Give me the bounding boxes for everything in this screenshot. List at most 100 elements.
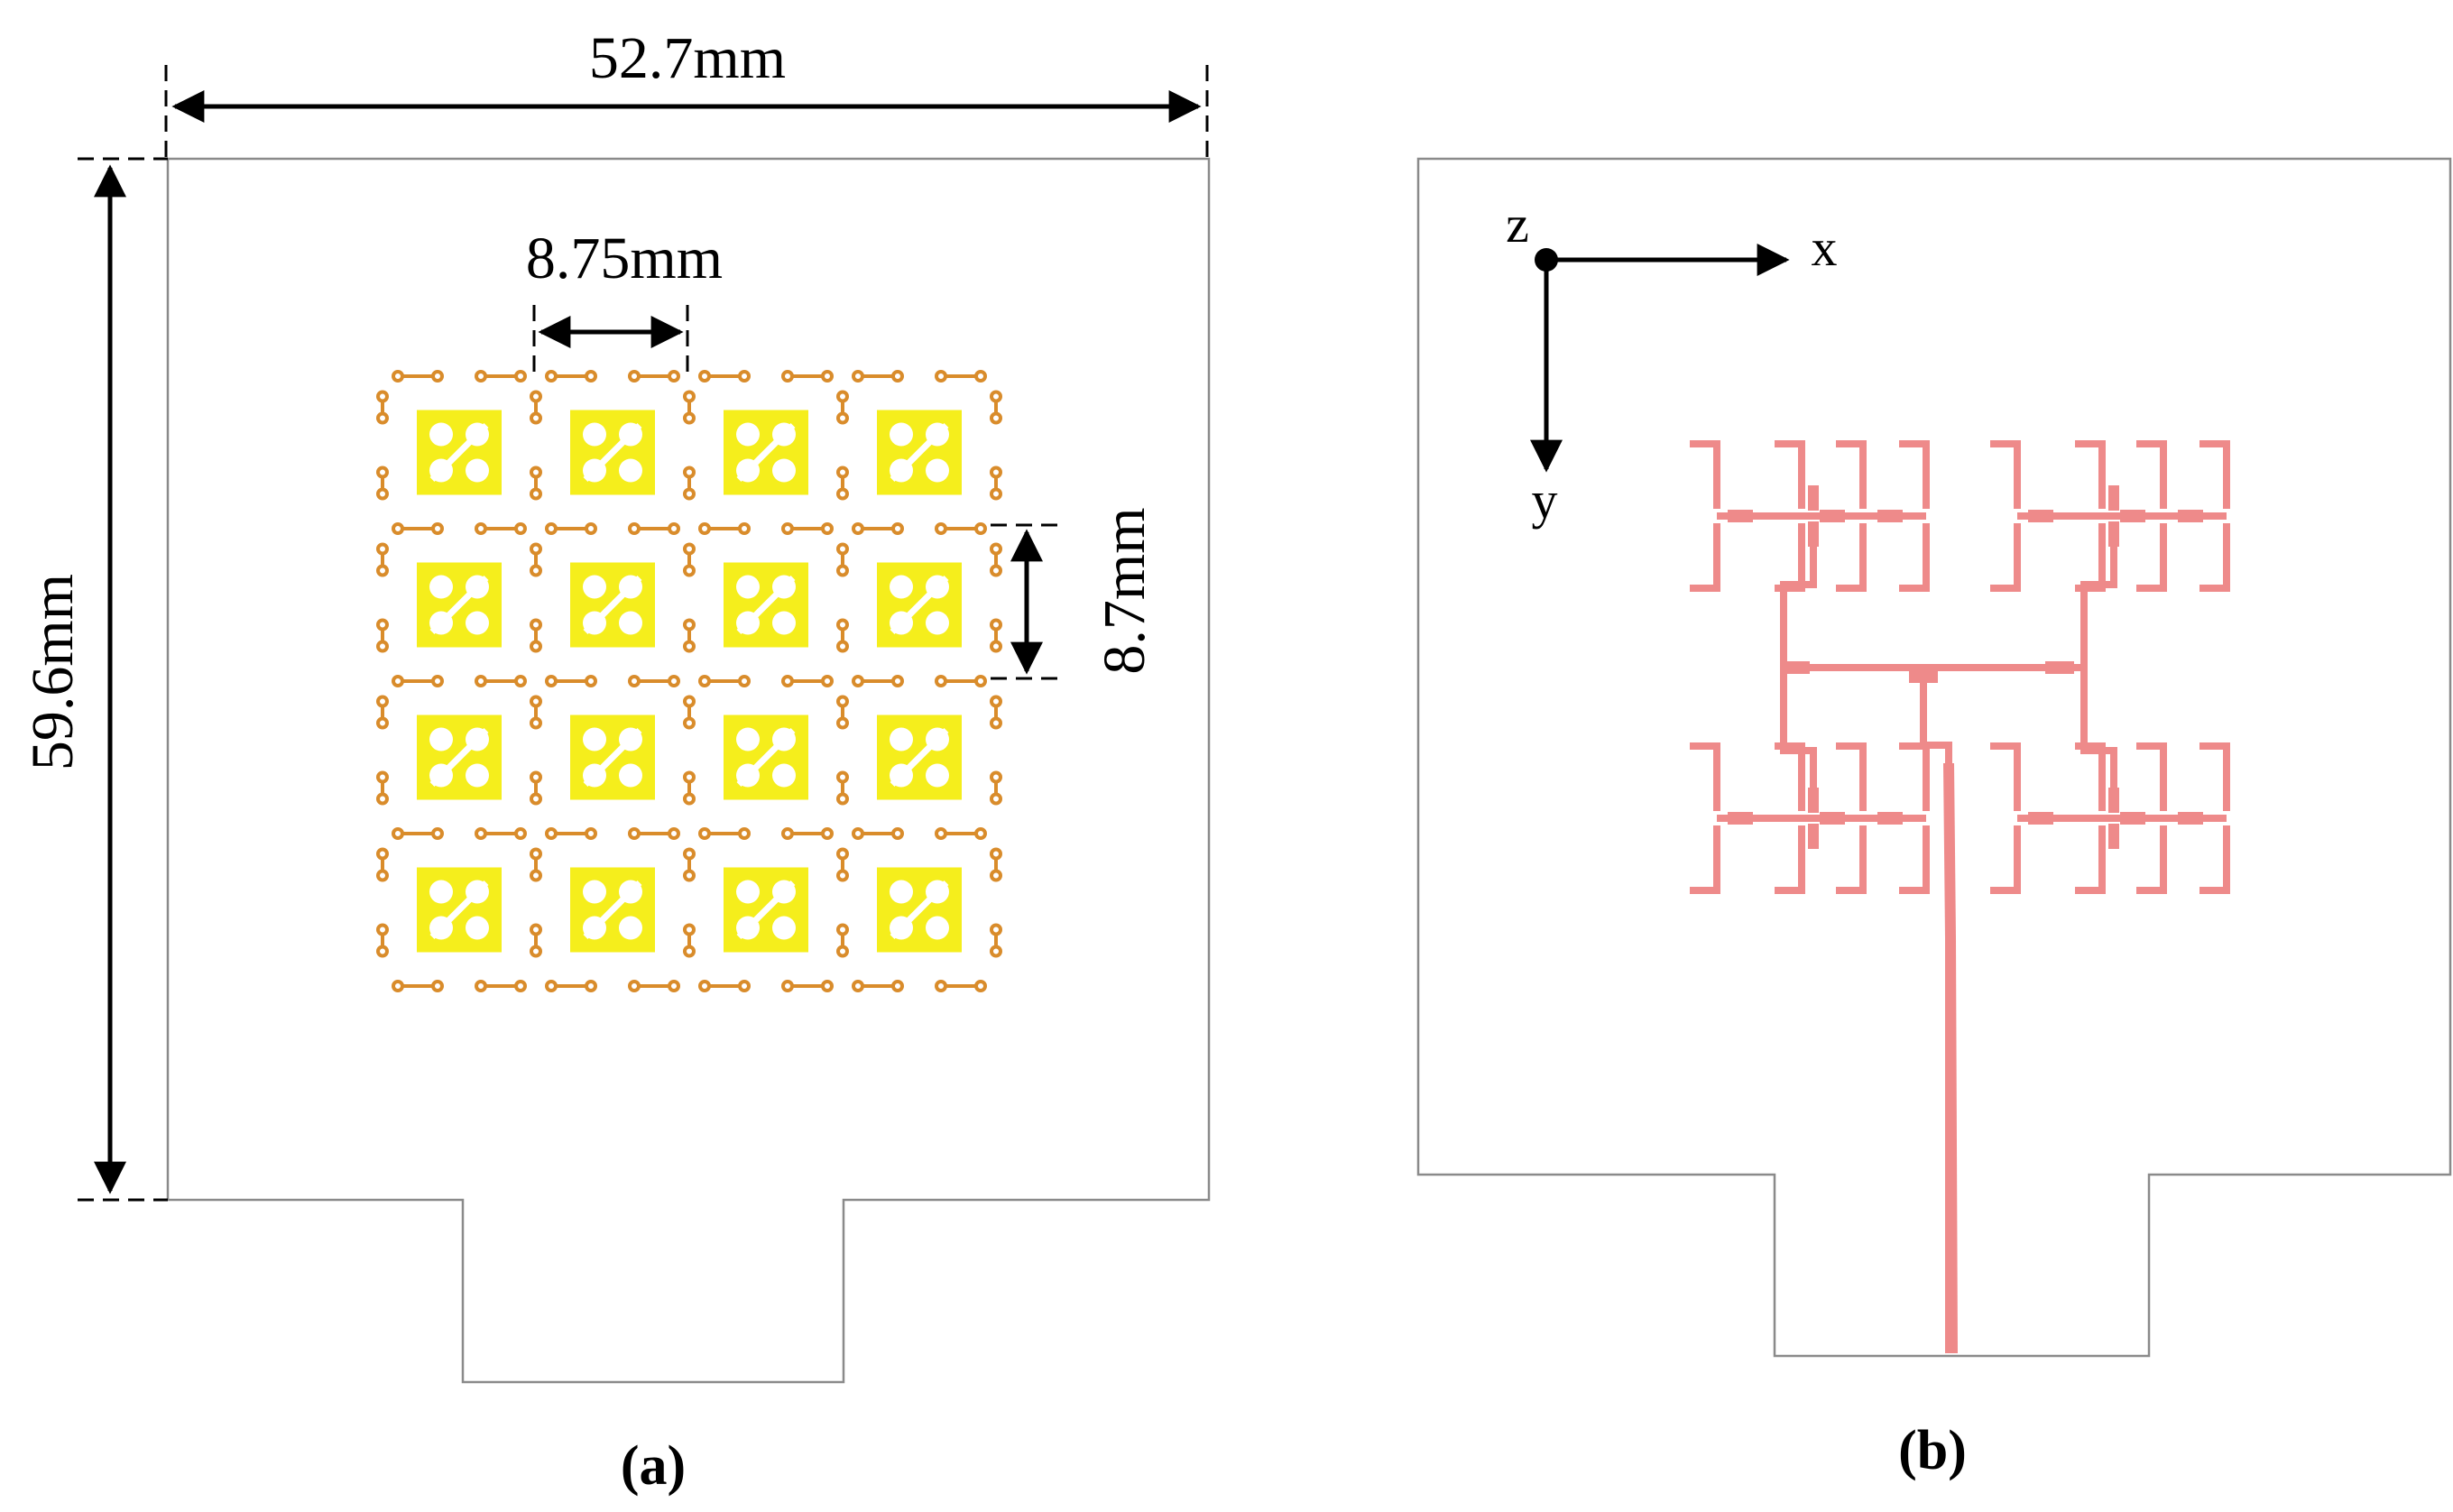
ring-circle: [683, 618, 696, 632]
ring-pair: [530, 542, 542, 577]
ring-circle: [392, 675, 404, 687]
ring-pair: [683, 466, 696, 501]
ring-circle: [683, 542, 696, 556]
ring-pair: [683, 770, 696, 806]
ring-circle: [530, 390, 542, 403]
ring-pair: [376, 466, 389, 501]
ring-pair: [628, 522, 680, 535]
ring-circle: [781, 370, 794, 383]
patch-slot: [772, 763, 796, 788]
ring-pair: [392, 827, 444, 840]
ring-circle: [891, 370, 904, 383]
ring-pair: [990, 695, 1002, 730]
ring-pair: [376, 923, 389, 958]
unit-cell: [417, 715, 502, 800]
patch-slot: [466, 611, 489, 635]
ring-circle: [990, 618, 1002, 632]
ring-circle: [935, 522, 947, 535]
ring-circle: [376, 869, 389, 882]
patch-slot: [736, 880, 760, 904]
feed-line: [1836, 825, 1867, 894]
cell-width-label: 8.75mm: [526, 226, 723, 291]
patch-slot: [926, 611, 949, 635]
ring-circle: [530, 923, 542, 936]
ring-circle: [392, 827, 404, 840]
ring-circle: [698, 522, 711, 535]
width-label: 52.7mm: [589, 25, 786, 91]
ring-circle: [475, 827, 487, 840]
quad-feed-group: [1690, 742, 1930, 894]
patch-slit: [890, 880, 949, 939]
ring-circle: [376, 847, 389, 861]
ring-circle: [836, 770, 849, 784]
ring-pair: [628, 675, 680, 687]
ring-circle: [836, 618, 849, 632]
ring-circle: [836, 564, 849, 577]
ring-circle: [781, 827, 794, 840]
ring-circle: [668, 980, 680, 992]
ring-circle: [891, 827, 904, 840]
ring-pair: [392, 522, 444, 535]
ring-circle: [545, 827, 558, 840]
feed-line: [2075, 742, 2106, 811]
ring-pair: [836, 542, 849, 577]
unit-cell: [570, 867, 655, 953]
patch-slot: [583, 727, 606, 751]
feed-pad: [1808, 824, 1819, 849]
patch-slot: [429, 422, 453, 447]
feed-pad: [1909, 670, 1938, 683]
patch-slit: [583, 880, 642, 939]
feed-line: [2199, 742, 2230, 811]
ring-circle: [475, 675, 487, 687]
patch-slot: [926, 458, 949, 483]
ring-pair: [990, 542, 1002, 577]
feed-line: [1690, 825, 1720, 894]
patch-slit: [429, 728, 489, 787]
ring-pair: [392, 980, 444, 992]
feed-pad: [1877, 812, 1903, 825]
cell-height-dimension: 8.7mm: [991, 507, 1157, 680]
ring-pair: [836, 770, 849, 806]
ring-circle: [683, 390, 696, 403]
ring-circle: [475, 522, 487, 535]
ring-pair: [852, 980, 904, 992]
ring-pair: [990, 923, 1002, 958]
ring-circle: [545, 675, 558, 687]
ring-circle: [376, 411, 389, 425]
ring-circle: [698, 827, 711, 840]
ring-circle: [530, 869, 542, 882]
ring-circle: [376, 695, 389, 708]
ring-circle: [376, 390, 389, 403]
ring-pair: [683, 923, 696, 958]
width-dimension: 52.7mm: [164, 25, 1209, 159]
ring-circle: [514, 675, 527, 687]
ring-pair: [935, 370, 987, 383]
ring-pair: [698, 370, 751, 383]
ring-pair: [781, 522, 834, 535]
ring-circle: [683, 716, 696, 730]
ring-circle: [852, 827, 864, 840]
ring-circle: [376, 618, 389, 632]
patch-slot: [772, 916, 796, 940]
patch-slot: [429, 727, 453, 751]
ring-pair: [836, 923, 849, 958]
ring-circle: [990, 695, 1002, 708]
ring-circle: [530, 640, 542, 653]
feed-pad: [2028, 812, 2053, 825]
ring-circle: [530, 542, 542, 556]
ring-circle: [738, 675, 751, 687]
ring-circle: [836, 923, 849, 936]
ring-circle: [974, 522, 987, 535]
ring-circle: [530, 695, 542, 708]
patch-slit: [736, 423, 796, 482]
ring-circle: [376, 466, 389, 479]
ring-circle: [781, 675, 794, 687]
ring-circle: [698, 370, 711, 383]
ring-circle: [585, 370, 597, 383]
unit-cell: [417, 867, 502, 953]
ring-circle: [990, 411, 1002, 425]
ring-circle: [974, 827, 987, 840]
patch-slot: [736, 575, 760, 599]
feed-pad: [2178, 812, 2203, 825]
ring-circle: [852, 370, 864, 383]
